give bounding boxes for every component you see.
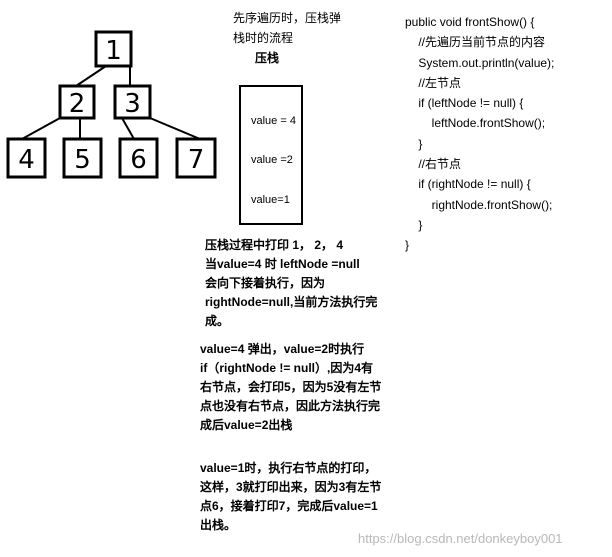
note-line: 这样，3就打印出来，因为3有左节 xyxy=(200,480,382,494)
code-line: if (rightNode != null) { xyxy=(405,177,531,192)
svg-text:5: 5 xyxy=(74,145,91,175)
note-line: rightNode=null,当前方法执行完 xyxy=(205,295,378,309)
code-line: if (leftNode != null) { xyxy=(405,96,524,111)
tree-node-2: 2 xyxy=(58,84,96,120)
svg-text:7: 7 xyxy=(188,145,205,175)
tree-edge-3-7 xyxy=(149,117,201,140)
note-paragraph-3: value=1时，执行右节点的打印， 这样，3就打印出来，因为3有左节 点6，接… xyxy=(200,459,381,535)
tree-node-3: 3 xyxy=(113,84,152,120)
code-line: public void frontShow() { xyxy=(405,15,535,29)
code-line: leftNode.frontShow(); xyxy=(405,116,546,131)
tree-node-5: 5 xyxy=(62,137,103,179)
code-line: //左节点 xyxy=(405,75,462,90)
tree-node-1: 1 xyxy=(94,30,133,68)
caption-line-2: 栈时的流程 xyxy=(233,31,294,45)
note-line: 压栈过程中打印 1， 2， 4 xyxy=(205,238,344,252)
stack-item-value-1: value=1 xyxy=(251,194,290,206)
code-line: } xyxy=(405,136,423,151)
svg-text:6: 6 xyxy=(130,145,147,175)
note-line: 成后value=2出栈 xyxy=(200,418,293,432)
code-line: } xyxy=(405,238,410,253)
stack-box: value = 4 value =2 value=1 xyxy=(239,85,303,225)
stack-item-value-2: value =2 xyxy=(251,154,293,166)
note-line: 右节点，会打印5，因为5没有左节 xyxy=(200,380,382,394)
tree-node-4: 4 xyxy=(6,137,47,179)
code-line: System.out.println(value); xyxy=(405,55,555,70)
svg-text:4: 4 xyxy=(18,145,35,175)
code-line: //先遍历当前节点的内容 xyxy=(405,35,546,50)
note-line: 成。 xyxy=(205,314,230,328)
code-line: //右节点 xyxy=(405,157,462,172)
tree-edge-2-4 xyxy=(21,117,61,140)
svg-text:1: 1 xyxy=(105,36,122,66)
note-line: 出栈。 xyxy=(200,518,237,532)
code-block: public void frontShow() { //先遍历当前节点的内容 S… xyxy=(405,12,610,256)
note-line: value=4 弹出，value=2时执行 xyxy=(200,342,365,356)
watermark: https://blog.csdn.net/donkeyboy001 xyxy=(358,531,563,546)
note-line: 当value=4 时 leftNode =null xyxy=(205,257,360,271)
note-line: 点也没有右节点，因此方法执行完 xyxy=(200,399,381,413)
caption-line-1: 先序遍历时，压栈弹 xyxy=(233,11,342,25)
note-line: if（rightNode != null）,因为4有 xyxy=(200,361,373,375)
svg-text:3: 3 xyxy=(124,89,141,119)
binary-tree-diagram: 1 2 3 4 5 6 7 xyxy=(6,30,217,179)
caption-line-3: 压栈 xyxy=(255,51,280,65)
note-paragraph-2: value=4 弹出，value=2时执行 if（rightNode != nu… xyxy=(200,340,381,435)
note-paragraph-1: 压栈过程中打印 1， 2， 4 当value=4 时 leftNode =nul… xyxy=(205,236,377,331)
stack-caption: 先序遍历时，压栈弹 栈时的流程 压栈 xyxy=(233,8,341,68)
note-line: 点6，接着打印7，完成后value=1 xyxy=(200,499,378,513)
tree-node-7: 7 xyxy=(175,137,217,179)
svg-text:2: 2 xyxy=(69,89,86,119)
tree-edge-1-2 xyxy=(75,65,107,87)
code-line: rightNode.frontShow(); xyxy=(405,197,553,212)
note-line: value=1时，执行右节点的打印， xyxy=(200,461,377,475)
tree-edge-3-6 xyxy=(121,117,135,140)
tree-node-6: 6 xyxy=(118,137,159,179)
note-line: 会向下接着执行，因为 xyxy=(205,276,326,290)
code-line: } xyxy=(405,217,423,232)
stack-item-value-4: value = 4 xyxy=(251,115,296,127)
